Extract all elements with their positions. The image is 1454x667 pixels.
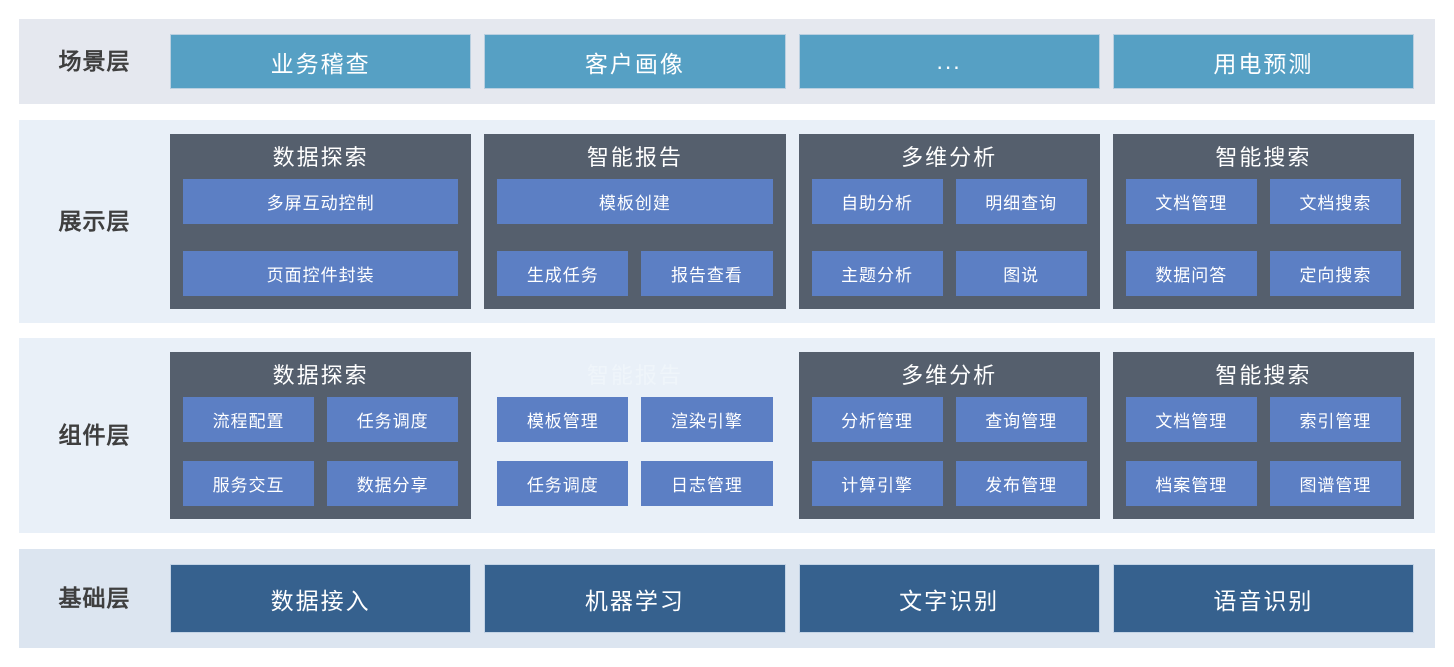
- display-panel-3-title: 智能搜索: [1215, 145, 1312, 170]
- layer-component: 组件层 数据探索 流程配置 任务调度 服务交互 数据分享 智能报: [19, 338, 1435, 533]
- component-chip-1-0-0[interactable]: 模板管理: [497, 397, 629, 443]
- chip-row: 模板管理 渲染引擎: [497, 397, 773, 443]
- component-panel-0-title: 数据探索: [272, 363, 369, 388]
- component-panel-0-chips: 流程配置 任务调度 服务交互 数据分享: [183, 397, 459, 506]
- component-chip-3-1-1[interactable]: 图谱管理: [1269, 461, 1401, 506]
- component-panel-3-title: 智能搜索: [1215, 363, 1312, 388]
- display-chip-3-1-1[interactable]: 定向搜索: [1269, 251, 1401, 296]
- display-panel-2[interactable]: 多维分析 自助分析 明细查询 主题分析 图说: [798, 134, 1100, 309]
- component-panel-3-chips: 文档管理 索引管理 档案管理 图谱管理: [1125, 397, 1401, 506]
- component-chip-3-1-0[interactable]: 档案管理: [1125, 461, 1257, 506]
- base-card-1[interactable]: 机器学习: [484, 564, 786, 633]
- layer-label-base: 基础层: [58, 585, 131, 611]
- chip-row: 分析管理 查询管理: [811, 397, 1087, 443]
- component-chip-2-0-0[interactable]: 分析管理: [811, 397, 943, 443]
- chip-row: 流程配置 任务调度: [183, 397, 459, 443]
- chip-row: 文档管理 索引管理: [1125, 397, 1401, 443]
- component-panel-3[interactable]: 智能搜索 文档管理 索引管理 档案管理 图谱管理: [1112, 352, 1414, 519]
- chip-row: 档案管理 图谱管理: [1125, 461, 1401, 506]
- component-chip-2-0-1[interactable]: 查询管理: [955, 397, 1087, 443]
- scene-card-1[interactable]: 客户画像: [484, 34, 786, 89]
- display-panel-1-title: 智能报告: [586, 145, 683, 170]
- display-chip-2-0-1[interactable]: 明细查询: [955, 179, 1087, 225]
- display-chip-3-0-1[interactable]: 文档搜索: [1269, 179, 1401, 225]
- display-panel-1-chips: 模板创建 生成任务 报告查看: [497, 179, 773, 296]
- display-panel-0[interactable]: 数据探索 多屏互动控制 页面控件封装: [170, 134, 472, 309]
- component-chip-1-1-1[interactable]: 日志管理: [641, 461, 773, 506]
- display-chip-2-1-0[interactable]: 主题分析: [811, 251, 943, 296]
- display-panel-3-chips: 文档管理 文档搜索 数据问答 定向搜索: [1125, 179, 1401, 296]
- layer-scene-cards: 业务稽查 客户画像 ... 用电预测: [170, 19, 1435, 104]
- component-panel-0[interactable]: 数据探索 流程配置 任务调度 服务交互 数据分享: [170, 352, 472, 519]
- chip-row: 服务交互 数据分享: [183, 461, 459, 506]
- scene-card-2[interactable]: ...: [798, 34, 1100, 89]
- chip-row: 任务调度 日志管理: [497, 461, 773, 506]
- display-chip-2-0-0[interactable]: 自助分析: [811, 179, 943, 225]
- component-chip-3-0-0[interactable]: 文档管理: [1125, 397, 1257, 443]
- component-chip-0-0-0[interactable]: 流程配置: [183, 397, 315, 443]
- component-panel-1-title: 智能报告: [586, 363, 683, 388]
- component-panel-2-chips: 分析管理 查询管理 计算引擎 发布管理: [811, 397, 1087, 506]
- layer-scene: 场景层 业务稽查 客户画像 ... 用电预测: [19, 19, 1435, 104]
- layer-label-scene: 场景层: [58, 48, 131, 74]
- layer-display-panels: 数据探索 多屏互动控制 页面控件封装 智能报告 模板创建: [170, 120, 1435, 323]
- display-chip-1-1-1[interactable]: 报告查看: [641, 251, 773, 296]
- chip-row: 主题分析 图说: [811, 251, 1087, 296]
- layer-base: 基础层 数据接入 机器学习 文字识别 语音识别: [19, 549, 1435, 648]
- layer-label-component: 组件层: [58, 422, 131, 448]
- component-panel-2-title: 多维分析: [901, 363, 998, 388]
- chip-row: 模板创建: [497, 179, 773, 225]
- component-chip-1-0-1[interactable]: 渲染引擎: [641, 397, 773, 443]
- component-chip-0-1-1[interactable]: 数据分享: [327, 461, 459, 506]
- chip-row: 自助分析 明细查询: [811, 179, 1087, 225]
- display-chip-0-1-0[interactable]: 页面控件封装: [183, 251, 459, 296]
- component-chip-2-1-0[interactable]: 计算引擎: [811, 461, 943, 506]
- layer-component-panels: 数据探索 流程配置 任务调度 服务交互 数据分享 智能报告: [170, 338, 1435, 533]
- layer-label-display: 展示层: [58, 208, 131, 234]
- display-chip-2-1-1[interactable]: 图说: [955, 251, 1087, 296]
- chip-row: 数据问答 定向搜索: [1125, 251, 1401, 296]
- display-chip-1-0-0[interactable]: 模板创建: [497, 179, 773, 225]
- display-chip-1-1-0[interactable]: 生成任务: [497, 251, 629, 296]
- base-card-0[interactable]: 数据接入: [170, 564, 472, 633]
- chip-row: 文档管理 文档搜索: [1125, 179, 1401, 225]
- component-chip-2-1-1[interactable]: 发布管理: [955, 461, 1087, 506]
- component-chip-1-1-0[interactable]: 任务调度: [497, 461, 629, 506]
- component-panel-1-chips: 模板管理 渲染引擎 任务调度 日志管理: [497, 397, 773, 506]
- base-card-2[interactable]: 文字识别: [798, 564, 1100, 633]
- component-panel-1[interactable]: 智能报告 模板管理 渲染引擎 任务调度 日志管理: [484, 352, 785, 519]
- display-chip-3-1-0[interactable]: 数据问答: [1125, 251, 1257, 296]
- layer-base-cards: 数据接入 机器学习 文字识别 语音识别: [170, 549, 1435, 648]
- layer-display: 展示层 数据探索 多屏互动控制 页面控件封装 智能报告: [19, 120, 1435, 323]
- display-panel-0-chips: 多屏互动控制 页面控件封装: [183, 179, 459, 296]
- chip-row: 生成任务 报告查看: [497, 251, 773, 296]
- component-chip-0-0-1[interactable]: 任务调度: [327, 397, 459, 443]
- display-chip-0-0-0[interactable]: 多屏互动控制: [183, 179, 459, 225]
- display-panel-1[interactable]: 智能报告 模板创建 生成任务 报告查看: [484, 134, 786, 309]
- chip-row: 计算引擎 发布管理: [811, 461, 1087, 506]
- component-chip-0-1-0[interactable]: 服务交互: [183, 461, 315, 506]
- display-panel-2-title: 多维分析: [901, 145, 998, 170]
- display-panel-0-title: 数据探索: [272, 145, 369, 170]
- display-panel-2-chips: 自助分析 明细查询 主题分析 图说: [811, 179, 1087, 296]
- scene-card-0[interactable]: 业务稽查: [170, 34, 472, 89]
- component-panel-2[interactable]: 多维分析 分析管理 查询管理 计算引擎 发布管理: [798, 352, 1100, 519]
- base-card-3[interactable]: 语音识别: [1112, 564, 1414, 633]
- display-chip-3-0-0[interactable]: 文档管理: [1125, 179, 1257, 225]
- chip-row: 页面控件封装: [183, 251, 459, 296]
- chip-row: 多屏互动控制: [183, 179, 459, 225]
- display-panel-3[interactable]: 智能搜索 文档管理 文档搜索 数据问答 定向搜索: [1112, 134, 1414, 309]
- component-chip-3-0-1[interactable]: 索引管理: [1269, 397, 1401, 443]
- scene-card-3[interactable]: 用电预测: [1112, 34, 1414, 89]
